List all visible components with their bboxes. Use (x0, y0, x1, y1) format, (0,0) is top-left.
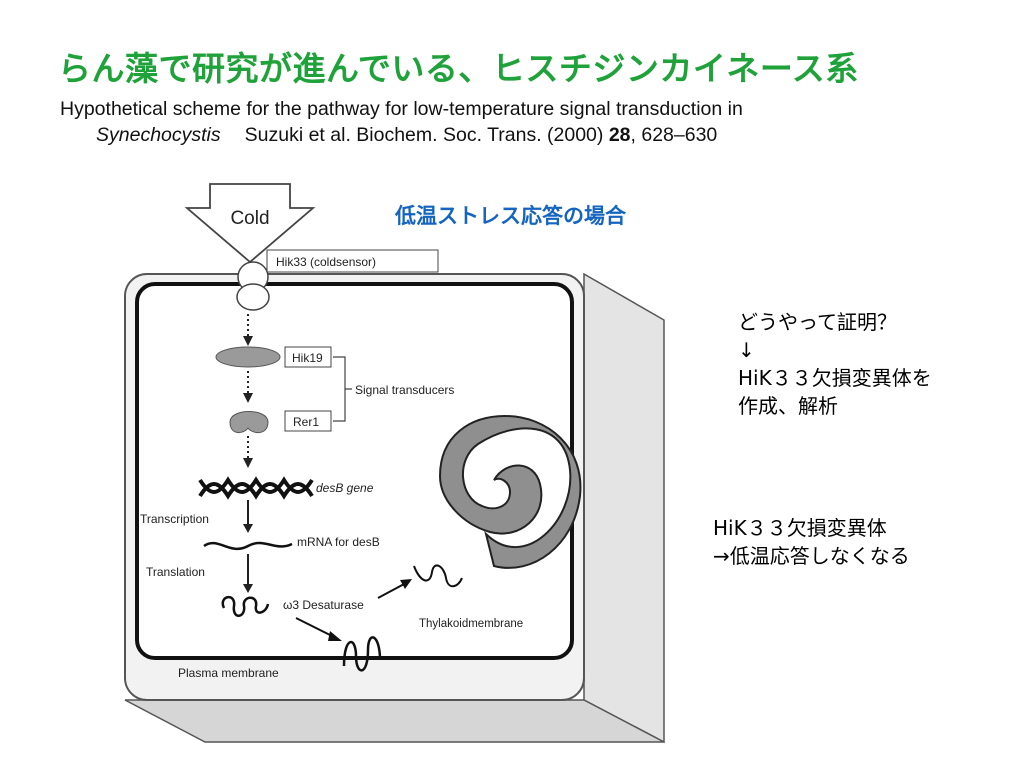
slide-title: らん藻で研究が進んでいる、ヒスチジンカイネース系 (58, 49, 859, 88)
slide-subtitle: Hypothetical scheme for the pathway for … (60, 96, 743, 148)
translation-label: Translation (146, 565, 205, 579)
mrna-strand (203, 541, 293, 551)
subtitle-line-2: Synechocystis Suzuki et al. Biochem. Soc.… (60, 122, 743, 148)
note-line: HiK３３欠損変異体を (738, 366, 932, 390)
arrow-to-plasma (295, 617, 335, 638)
dna-strand (198, 482, 314, 500)
question-note: どうやって証明？ ↓ HiK３３欠損変異体を 作成、解析 (738, 308, 932, 420)
species-name: Synechocystis (96, 124, 221, 146)
note-line: どうやって証明？ (738, 310, 897, 334)
arrow-head (243, 524, 253, 533)
arrow-head (243, 336, 253, 346)
rer1-label: Rer1 (293, 415, 319, 429)
hik33-label-box (266, 249, 439, 273)
note-line: ↓ (738, 338, 755, 362)
cell-side-face (583, 272, 665, 744)
arrow-head (243, 393, 253, 403)
plasma-desaturase (342, 636, 382, 672)
cold-label: Cold (230, 208, 269, 229)
signal-transducers-label: Signal transducers (355, 383, 454, 397)
subtitle-line-1: Hypothetical scheme for the pathway for … (60, 98, 743, 120)
section-heading: 低温ストレス応答の場合 (395, 204, 626, 228)
desaturase-protein (221, 596, 270, 617)
thylakoid-label: Thylakoidmembrane (419, 618, 523, 630)
rer1-protein (229, 411, 269, 433)
reference-pages: , 628–630 (630, 124, 718, 146)
arrow-head (328, 631, 342, 641)
result-note: HiK３３欠損変異体 →低温応答しなくなる (713, 514, 910, 570)
arrow-head (243, 458, 253, 468)
thylakoid-desaturase (413, 564, 463, 588)
reference-text: Suzuki et al. Biochem. Soc. Trans. (2000… (244, 124, 609, 146)
rer1-box (284, 410, 332, 432)
dna-strand (198, 476, 314, 494)
mrna-label: mRNA for desB (297, 535, 380, 549)
desaturase-label: ω3 Desaturase (283, 598, 364, 612)
note-line: 作成、解析 (738, 394, 838, 418)
arrow-head (400, 579, 412, 589)
arrow-head (243, 584, 253, 593)
reference-volume: 28 (608, 124, 631, 146)
hik33-sensor-bottom (236, 283, 270, 311)
plasma-membrane-label: Plasma membrane (178, 666, 279, 680)
desb-gene-label: desB gene (316, 481, 374, 495)
hik33-label: Hik33 (coldsensor) (276, 255, 376, 269)
hik19-label: Hik19 (292, 351, 323, 365)
arrow-to-thylakoid (377, 582, 407, 599)
cold-arrow (184, 183, 316, 264)
hik19-protein (215, 346, 281, 368)
note-line: →低温応答しなくなる (713, 544, 910, 568)
thylakoid-membrane (438, 414, 582, 569)
signal-transducers-bracket (333, 356, 352, 422)
note-line: HiK３３欠損変異体 (713, 516, 887, 540)
cell-bottom-face (124, 699, 665, 743)
hik19-box (284, 346, 332, 368)
transcription-label: Transcription (140, 512, 209, 526)
